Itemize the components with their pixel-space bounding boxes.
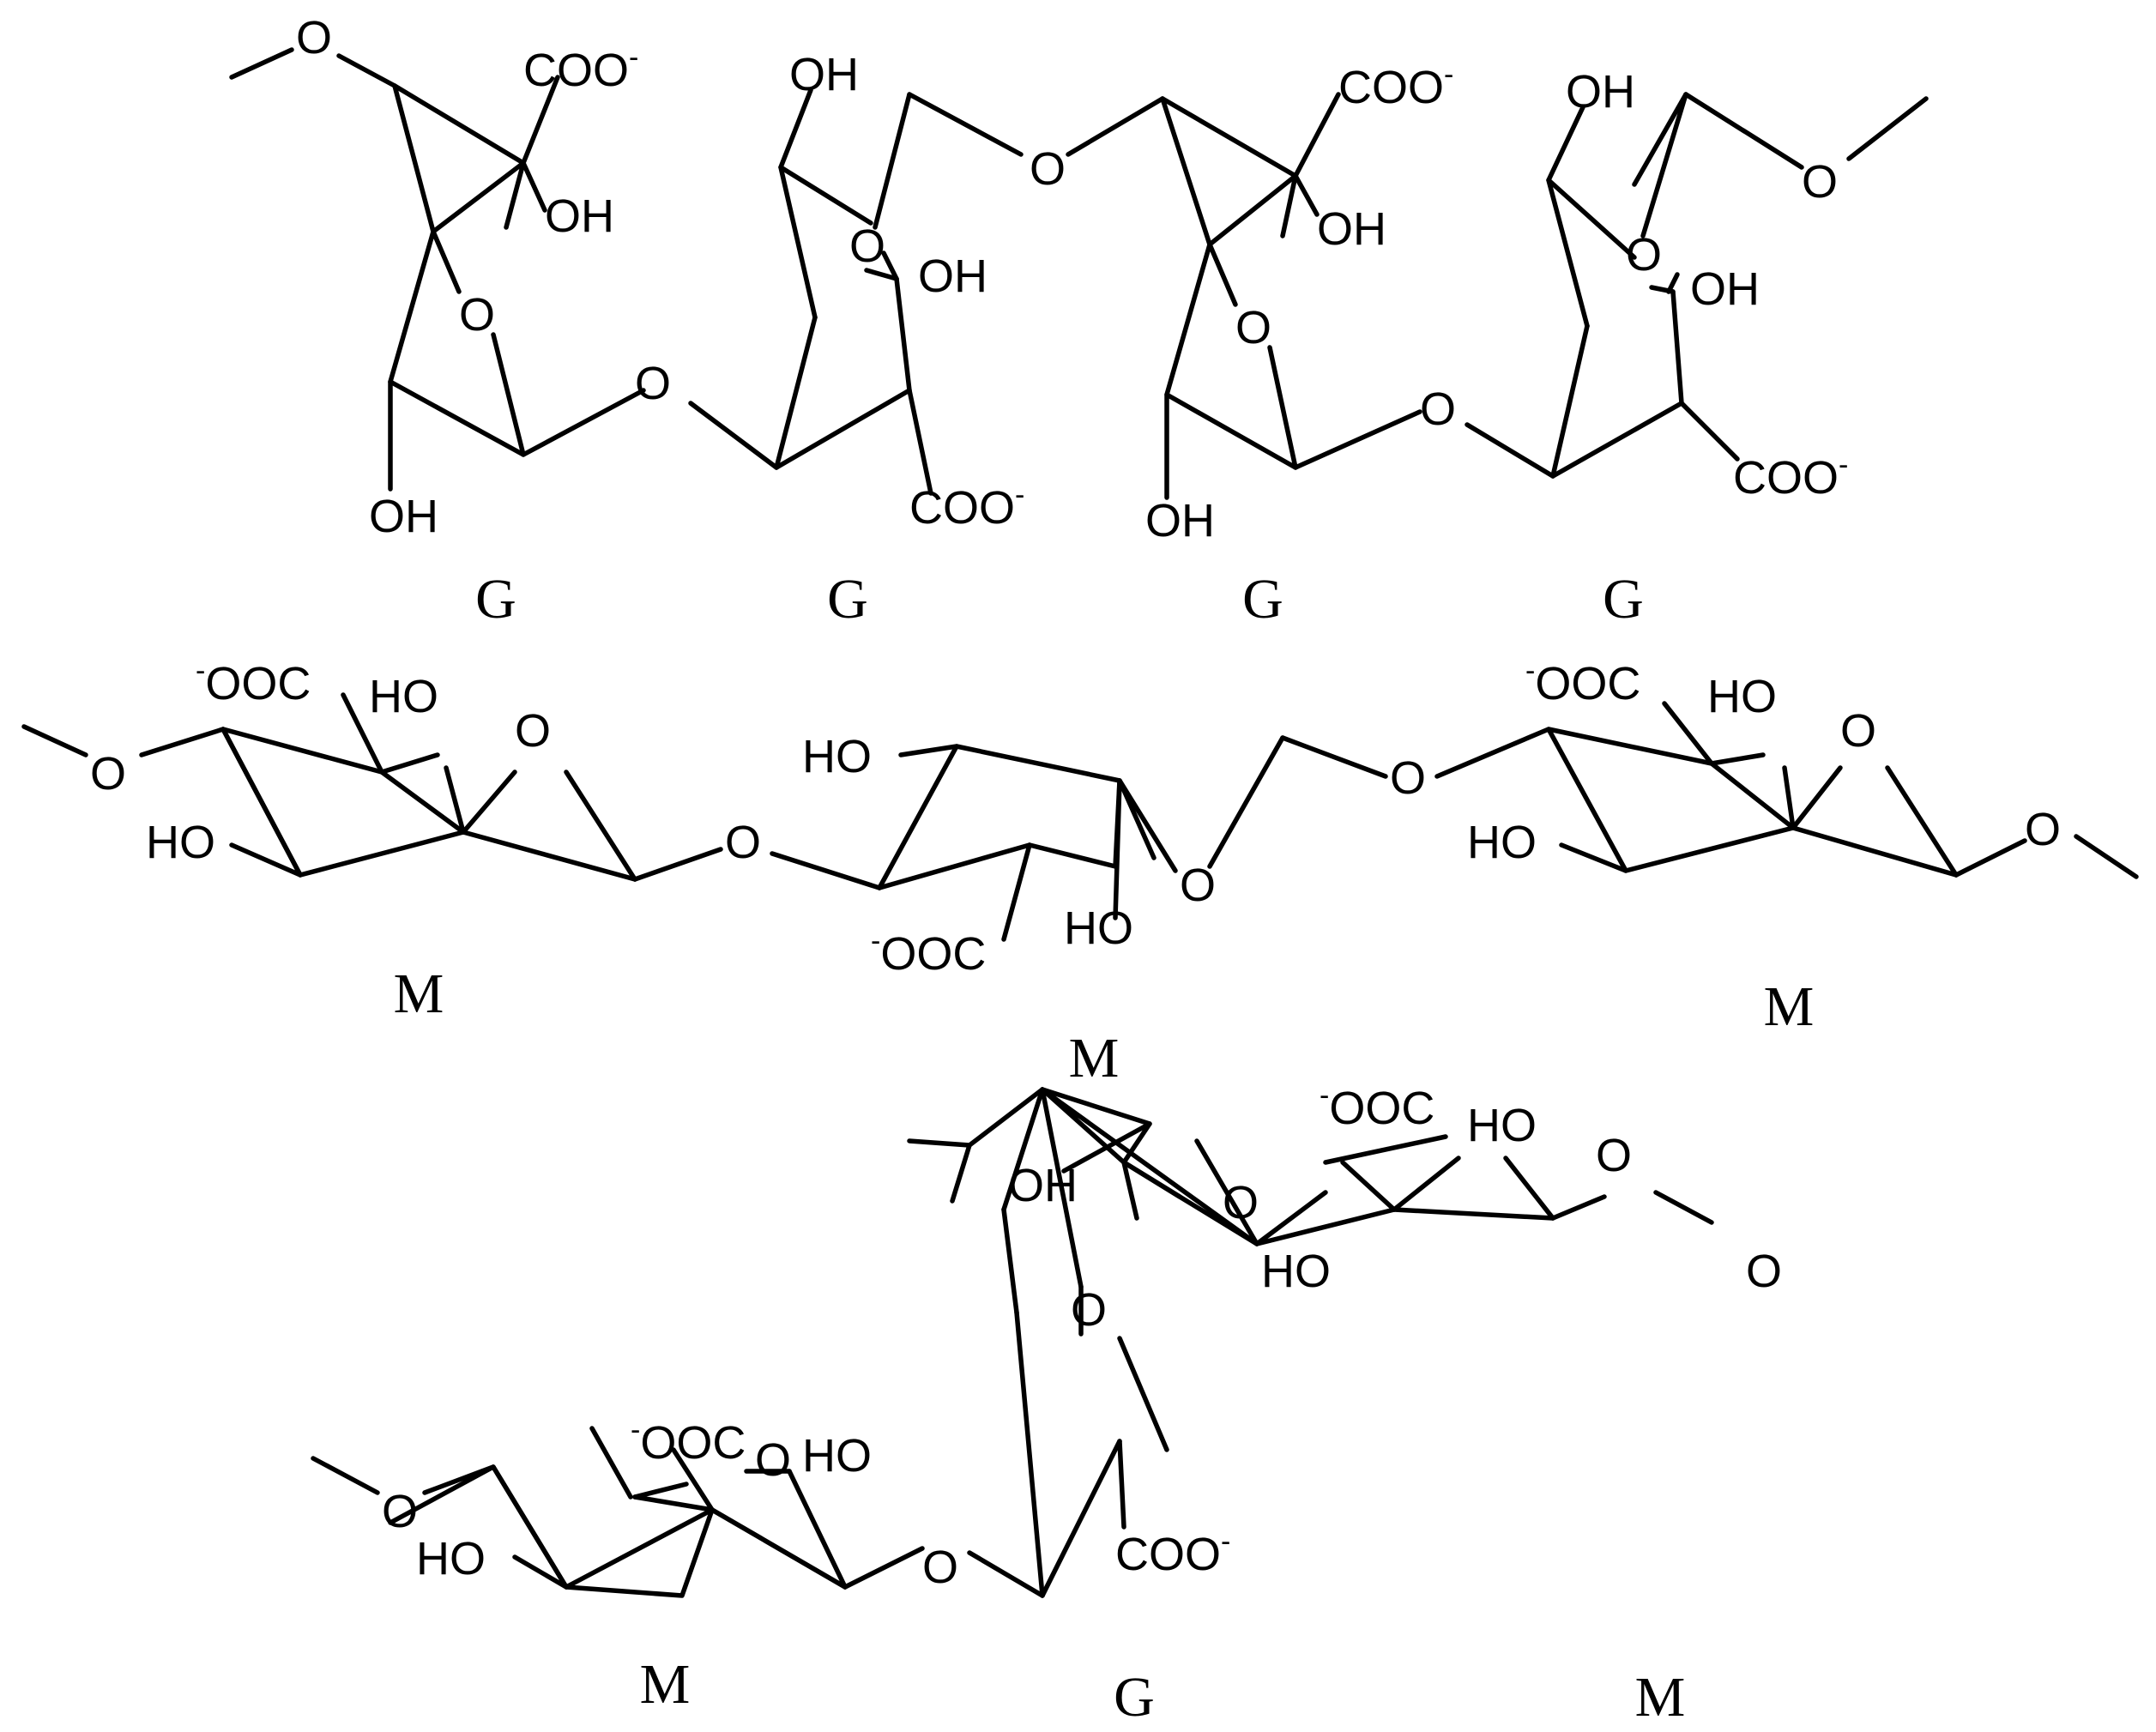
atom-ho: HO (802, 1430, 872, 1482)
unit-label-g: G (1603, 568, 1644, 631)
unit-label-m: M (1069, 1027, 1120, 1089)
atom-minus-ooc: -OOC (871, 925, 986, 980)
atom-oh: OH (1008, 1160, 1078, 1211)
atom-o: O (1071, 1284, 1107, 1336)
atom-ho: HO (1064, 902, 1133, 954)
atom-ho: HO (1467, 817, 1537, 868)
atom-o: O (1030, 143, 1066, 195)
monomer-unit-labels: G G G G M M M M G M (394, 568, 1815, 1729)
atom-oh: OH (1317, 203, 1386, 255)
atom-minus-ooc: -OOC (1320, 1079, 1434, 1134)
chemical-bonds (21, 47, 2139, 1598)
atom-o: O (1390, 752, 1426, 804)
atom-o: O (1626, 229, 1662, 281)
unit-label-g: G (827, 568, 868, 631)
atom-o: O (382, 1486, 418, 1537)
atom-coo-minus: COO- (1338, 58, 1453, 113)
atom-ho: HO (1707, 671, 1777, 722)
atom-o: O (755, 1434, 791, 1486)
atom-oh: OH (918, 250, 987, 302)
atom-coo-minus: COO- (523, 41, 638, 96)
atom-o: O (1235, 302, 1271, 353)
unit-label-m: M (394, 963, 444, 1025)
atom-o: O (1596, 1130, 1632, 1181)
atom-ho: HO (1467, 1100, 1537, 1151)
atom-o: O (1746, 1246, 1782, 1297)
atom-o: O (459, 289, 495, 341)
atom-oh: OH (1566, 66, 1635, 118)
atom-oh: OH (545, 190, 614, 242)
atom-minus-ooc: -OOC (631, 1414, 746, 1469)
atom-o: O (90, 748, 126, 800)
atom-o: O (515, 705, 551, 757)
atom-ho: HO (802, 731, 872, 782)
atom-coo-minus: COO- (1733, 449, 1848, 504)
atom-o: O (635, 358, 671, 409)
unit-label-g: G (1242, 568, 1283, 631)
atom-oh: OH (1690, 263, 1760, 315)
atom-o: O (849, 220, 885, 272)
atom-ho: HO (369, 671, 438, 722)
atom-ho: HO (416, 1533, 486, 1584)
atom-labels: O COO- OH O O OH OH O OH COO- O COO- OH … (90, 12, 2061, 1593)
atom-o: O (2025, 804, 2061, 855)
atom-oh: OH (1145, 495, 1215, 546)
atom-o: O (1223, 1177, 1259, 1228)
atom-ho: HO (1261, 1246, 1331, 1297)
atom-oh: OH (369, 491, 438, 542)
atom-coo-minus: COO- (1115, 1525, 1230, 1580)
atom-minus-ooc: -OOC (1525, 655, 1640, 709)
atom-coo-minus: COO- (909, 479, 1024, 534)
atom-o: O (1180, 860, 1216, 911)
atom-o: O (296, 12, 332, 63)
atom-oh: OH (789, 49, 859, 100)
atom-o: O (1840, 705, 1876, 757)
atom-minus-ooc: -OOC (196, 655, 311, 709)
atom-o: O (1802, 156, 1838, 208)
atom-o: O (725, 817, 761, 868)
unit-label-g: G (475, 568, 516, 631)
atom-o: O (922, 1542, 958, 1593)
unit-label-m: M (1764, 975, 1815, 1038)
atom-o: O (1420, 383, 1456, 435)
unit-label-m: M (1635, 1666, 1686, 1729)
atom-ho: HO (146, 817, 215, 868)
unit-label-m: M (640, 1653, 691, 1716)
unit-label-g: G (1114, 1666, 1155, 1729)
